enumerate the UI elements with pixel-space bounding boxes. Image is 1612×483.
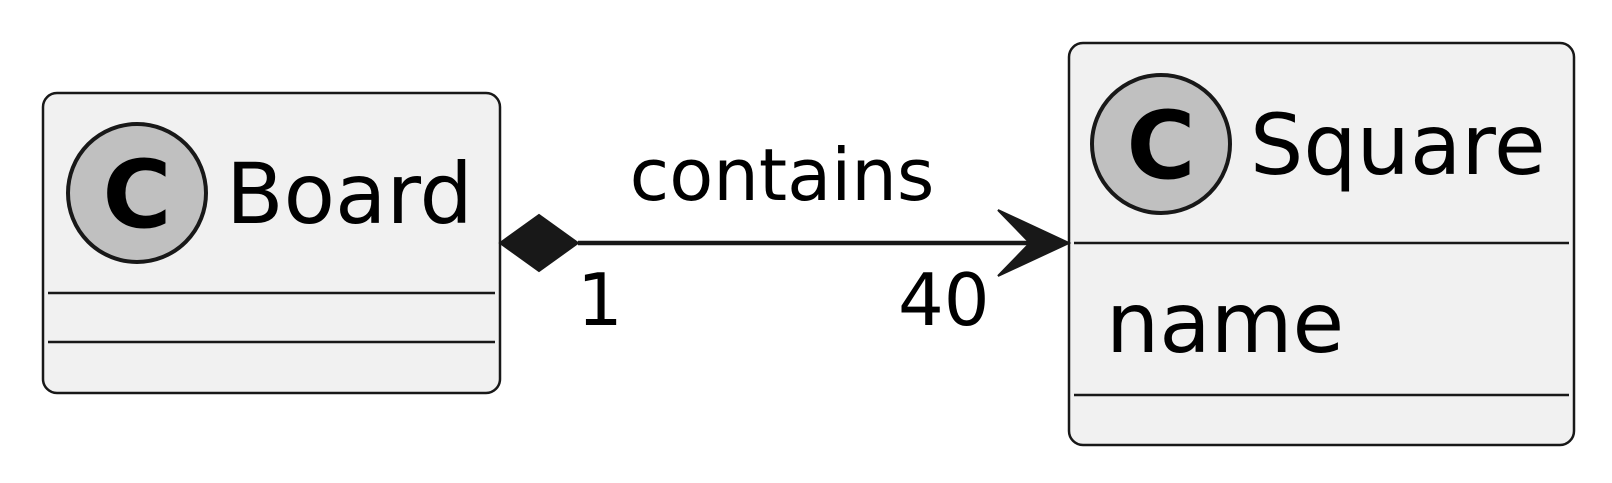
composition-diamond-icon — [498, 213, 580, 273]
relationship-source-multiplicity: 1 — [577, 258, 623, 342]
stereotype-letter: C — [103, 141, 172, 250]
class-board-stereotype-icon: C — [66, 122, 208, 264]
relationship-target-multiplicity: 40 — [898, 258, 990, 342]
navigation-arrow-icon — [997, 209, 1072, 277]
class-square-attribute-name: name — [1106, 274, 1344, 372]
relationship-label: contains — [630, 133, 935, 217]
class-square-name: Square — [1250, 96, 1546, 194]
class-board-name: Board — [226, 145, 473, 243]
class-square[interactable]: C Square name — [1067, 41, 1576, 447]
class-square-stereotype-icon: C — [1090, 73, 1232, 215]
stereotype-letter: C — [1127, 92, 1196, 201]
stereotype-circle-icon — [66, 122, 208, 264]
class-board[interactable]: C Board — [41, 91, 502, 395]
stereotype-circle-icon — [1090, 73, 1232, 215]
relationship-contains[interactable]: contains 1 40 — [498, 133, 1072, 342]
